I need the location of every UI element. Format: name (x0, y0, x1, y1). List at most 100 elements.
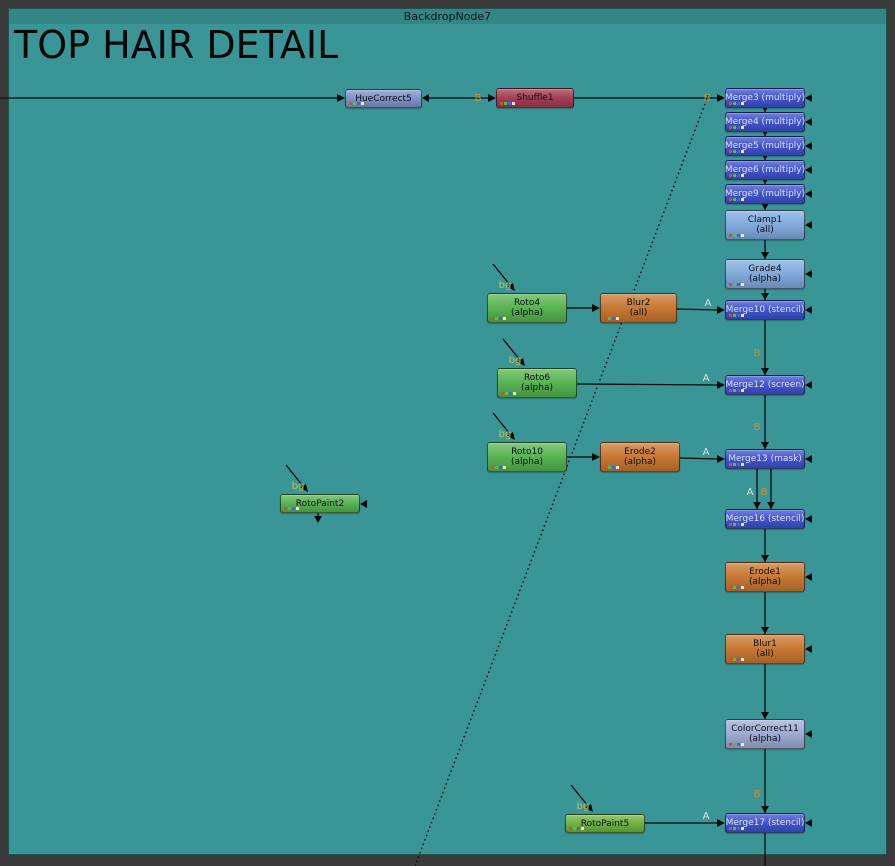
node-label: Merge5 (multiply) (724, 141, 806, 151)
node-label: Merge6 (multiply) (724, 165, 806, 175)
mask-input-stub[interactable] (805, 270, 812, 278)
input-label-bg: bg (292, 481, 305, 492)
node-label: Blur1 (753, 639, 777, 649)
node-label: Merge9 (multiply) (724, 189, 806, 199)
channel-chips-icon (729, 150, 744, 153)
node-blur1[interactable]: Blur1(all) (725, 634, 805, 664)
mask-input-stub[interactable] (360, 500, 367, 508)
node-roto6[interactable]: Roto6(alpha) (497, 368, 577, 398)
channel-chips-icon (729, 126, 744, 129)
node-erode2[interactable]: Erode2(alpha) (600, 442, 680, 472)
node-merge6[interactable]: Merge6 (multiply) (725, 160, 805, 180)
channel-chips-icon (729, 102, 744, 105)
node-label: (alpha) (749, 274, 781, 284)
mask-input-stub[interactable] (805, 645, 812, 653)
node-label: (all) (629, 308, 648, 318)
mask-input-stub[interactable] (805, 730, 812, 738)
node-merge12[interactable]: Merge12 (screen) (725, 375, 805, 395)
node-merge10[interactable]: Merge10 (stencil) (725, 300, 805, 320)
channel-chips-icon (284, 507, 299, 510)
mask-input-stub[interactable] (805, 306, 812, 314)
node-roto10[interactable]: Roto10(alpha) (487, 442, 567, 472)
channel-chips-icon (604, 317, 619, 320)
node-rotopaint5[interactable]: RotoPaint5 (565, 814, 645, 833)
input-label-a: A (703, 447, 710, 458)
node-grade4[interactable]: Grade4(alpha) (725, 259, 805, 289)
mask-input-stub[interactable] (422, 94, 429, 102)
mask-input-stub[interactable] (805, 381, 812, 389)
node-erode1[interactable]: Erode1(alpha) (725, 562, 805, 592)
node-merge13[interactable]: Merge13 (mask) (725, 449, 805, 469)
mask-input-stub[interactable] (805, 573, 812, 581)
input-label-b: B (754, 789, 761, 800)
mask-input-stub[interactable] (805, 190, 812, 198)
channel-chips-icon (729, 174, 744, 177)
input-label-a: A (747, 487, 754, 498)
mask-input-stub[interactable] (805, 118, 812, 126)
bg-input-stub-roto10[interactable] (492, 412, 515, 440)
node-label: Merge12 (screen) (725, 380, 805, 390)
channel-chips-icon (729, 463, 744, 466)
mask-input-stub[interactable] (805, 166, 812, 174)
node-merge5[interactable]: Merge5 (multiply) (725, 136, 805, 156)
node-label: Merge3 (multiply) (724, 93, 806, 103)
channel-chips-icon (500, 102, 515, 105)
bg-input-stub-rotopaint5[interactable] (570, 784, 593, 812)
channel-chips-icon (501, 392, 516, 395)
node-label: Merge17 (stencil) (725, 818, 805, 828)
node-label: RotoPaint5 (580, 818, 630, 829)
node-label: (alpha) (624, 457, 656, 467)
node-label: Erode2 (624, 447, 656, 457)
channel-chips-icon (729, 586, 744, 589)
mask-input-stub[interactable] (805, 819, 812, 827)
node-label: Merge4 (multiply) (724, 117, 806, 127)
output-stub-rotopaint2[interactable] (314, 513, 322, 523)
bg-input-stub-roto6[interactable] (502, 338, 525, 366)
mask-input-stub[interactable] (805, 221, 812, 229)
channel-chips-icon (604, 466, 619, 469)
input-label-bg: bg (499, 280, 512, 291)
node-merge9[interactable]: Merge9 (multiply) (725, 184, 805, 204)
channel-chips-icon (349, 102, 364, 105)
channel-chips-icon (729, 743, 744, 746)
node-rotopaint2[interactable]: RotoPaint2 (280, 494, 360, 513)
node-colorcorrect11[interactable]: ColorCorrect11(alpha) (725, 719, 805, 749)
node-roto4[interactable]: Roto4(alpha) (487, 293, 567, 323)
channel-chips-icon (729, 198, 744, 201)
node-label: Blur2 (626, 298, 651, 308)
mask-input-stub[interactable] (805, 515, 812, 523)
pipe-colorcorrect11-to-merge17 (761, 748, 769, 813)
node-merge4[interactable]: Merge4 (multiply) (725, 112, 805, 132)
mask-input-stub[interactable] (805, 455, 812, 463)
pipe-erode2-to-merge13 (679, 455, 725, 463)
node-label: Roto4 (513, 298, 541, 308)
node-label: ColorCorrect11 (731, 724, 799, 734)
node-merge3[interactable]: Merge3 (multiply) (725, 88, 805, 108)
channel-chips-icon (491, 466, 506, 469)
node-label: Merge13 (mask) (728, 454, 802, 464)
backdrop-title-bar[interactable]: BackdropNode7 (9, 9, 886, 24)
input-label-a: A (703, 373, 710, 384)
node-huecorrect5[interactable]: HueCorrect5 (345, 89, 422, 108)
node-label: (alpha) (749, 577, 781, 587)
bg-input-stub-rotopaint2[interactable] (285, 464, 308, 492)
input-label-b: B (754, 422, 761, 433)
node-clamp1[interactable]: Clamp1(all) (725, 210, 805, 240)
node-merge17[interactable]: Merge17 (stencil) (725, 813, 805, 833)
pipe-merge12-to-merge13 (761, 394, 769, 449)
mask-input-stub[interactable] (805, 94, 812, 102)
node-shuffle1[interactable]: Shuffle1 (496, 88, 574, 108)
input-label-b: B (704, 93, 711, 104)
input-label-bg: bg (577, 801, 590, 812)
bg-input-stub-roto4[interactable] (492, 263, 515, 291)
node-merge16[interactable]: Merge16 (stencil) (725, 509, 805, 529)
input-label-b: B (754, 348, 761, 359)
pipe-blur1-to-colorcorrect11 (761, 663, 769, 719)
node-label: Merge10 (stencil) (725, 305, 805, 315)
channel-chips-icon (729, 389, 744, 392)
mask-input-stub[interactable] (805, 142, 812, 150)
node-blur2[interactable]: Blur2(all) (600, 293, 677, 323)
